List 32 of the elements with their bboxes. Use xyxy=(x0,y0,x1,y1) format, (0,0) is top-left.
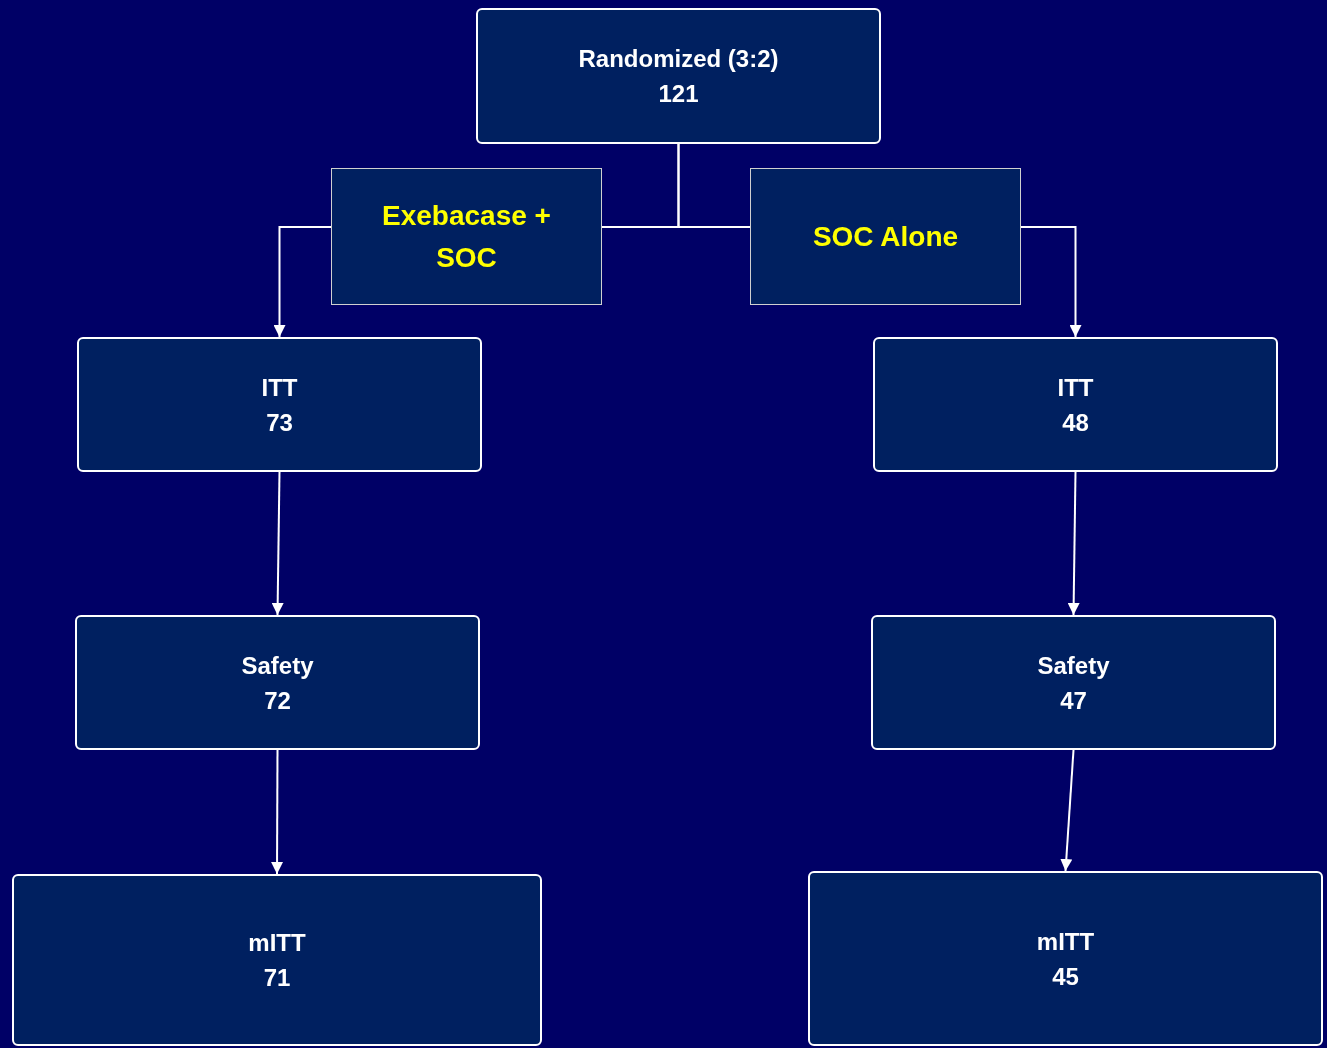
count-value: 73 xyxy=(266,407,293,438)
box-heading: ITT xyxy=(261,372,298,403)
box-heading: Safety xyxy=(1037,650,1110,681)
connector-line xyxy=(677,143,751,228)
count-box xyxy=(75,615,480,750)
count-value: 47 xyxy=(1060,685,1087,716)
arrow xyxy=(271,471,284,616)
box-heading: mITT xyxy=(1036,926,1095,957)
arm-label: Exebacase + SOC xyxy=(381,198,552,275)
box-heading: mITT xyxy=(248,928,306,958)
count-value: 72 xyxy=(264,685,291,716)
arrow xyxy=(1060,749,1075,872)
count-box xyxy=(77,337,482,472)
arrow xyxy=(271,749,284,875)
arrow xyxy=(1067,471,1080,616)
box-heading: Randomized (3:2) xyxy=(578,44,779,74)
count-box xyxy=(873,337,1278,472)
count-value: 48 xyxy=(1062,407,1089,438)
arm-label: SOC Alone xyxy=(812,219,959,254)
arm-box xyxy=(331,168,602,305)
count-box xyxy=(871,615,1276,750)
count-value: 121 xyxy=(658,79,699,109)
box-heading: ITT xyxy=(1057,372,1094,403)
arm-box xyxy=(750,168,1021,305)
count-box xyxy=(476,8,881,144)
arrow xyxy=(273,226,332,338)
count-value: 71 xyxy=(263,963,291,993)
box-heading: Safety xyxy=(241,650,314,681)
count-value: 45 xyxy=(1052,961,1079,992)
count-box xyxy=(808,871,1323,1046)
count-box xyxy=(12,874,542,1046)
arrow xyxy=(1020,226,1082,338)
